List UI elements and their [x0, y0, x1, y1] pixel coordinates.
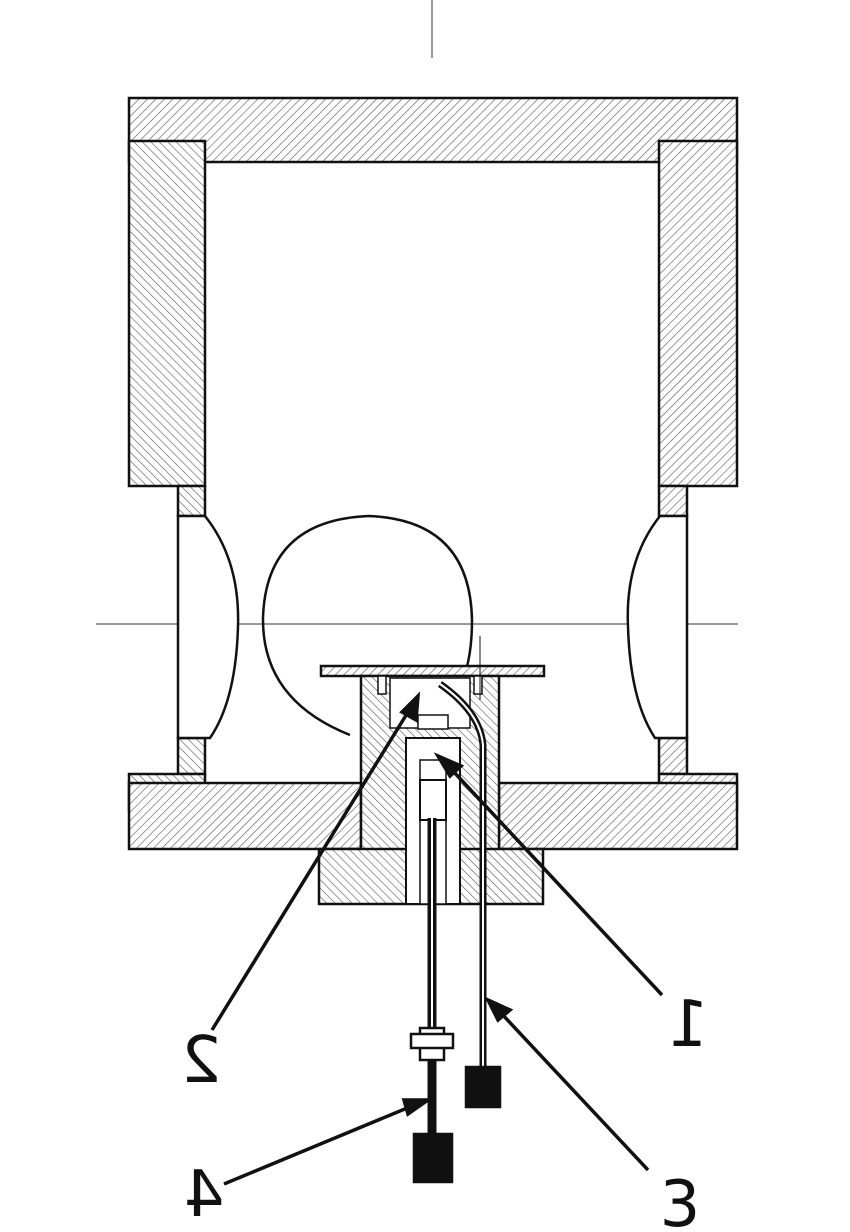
leader-3 [498, 1010, 650, 1172]
right-wall-lower-step [657, 736, 689, 776]
holder-top-plate [319, 664, 546, 678]
top-flange [127, 96, 739, 164]
leader-2 [210, 711, 410, 1031]
part-2-connector [417, 714, 449, 730]
arrowhead-3 [484, 996, 514, 1023]
right-wall-step [657, 484, 689, 518]
side-windows [176, 514, 689, 740]
bottom-flange-right [497, 781, 739, 851]
arrowhead-4 [401, 1098, 434, 1117]
right-window [626, 514, 689, 740]
sphere-sample [261, 514, 474, 737]
cables [427, 681, 487, 1140]
chamber-housing [127, 96, 739, 851]
leader-lines [210, 691, 664, 1186]
callout-4: 4 [184, 1158, 225, 1232]
plug-3 [464, 1065, 502, 1109]
coupling-nut-flange [409, 1032, 455, 1050]
arrowhead-1 [433, 752, 465, 779]
callout-1: 1 [668, 988, 709, 1062]
left-window [176, 514, 240, 740]
bolt-right [473, 675, 483, 695]
callout-2: 2 [181, 1024, 222, 1098]
plug-4 [412, 1132, 454, 1184]
right-wall-upper [657, 139, 739, 488]
leader-4 [223, 1104, 413, 1186]
left-wall-upper [127, 139, 207, 488]
left-wall-lower-step [176, 736, 207, 776]
callout-3: 3 [660, 1168, 701, 1232]
arrowhead-2 [399, 691, 421, 723]
connectors [409, 1026, 502, 1184]
bottom-flange-left [127, 781, 363, 851]
left-wall-step [176, 484, 207, 518]
leader-1 [450, 768, 664, 997]
bolt-left [377, 675, 387, 695]
cable-3-inner [439, 683, 484, 1075]
part-1-element [419, 779, 447, 821]
